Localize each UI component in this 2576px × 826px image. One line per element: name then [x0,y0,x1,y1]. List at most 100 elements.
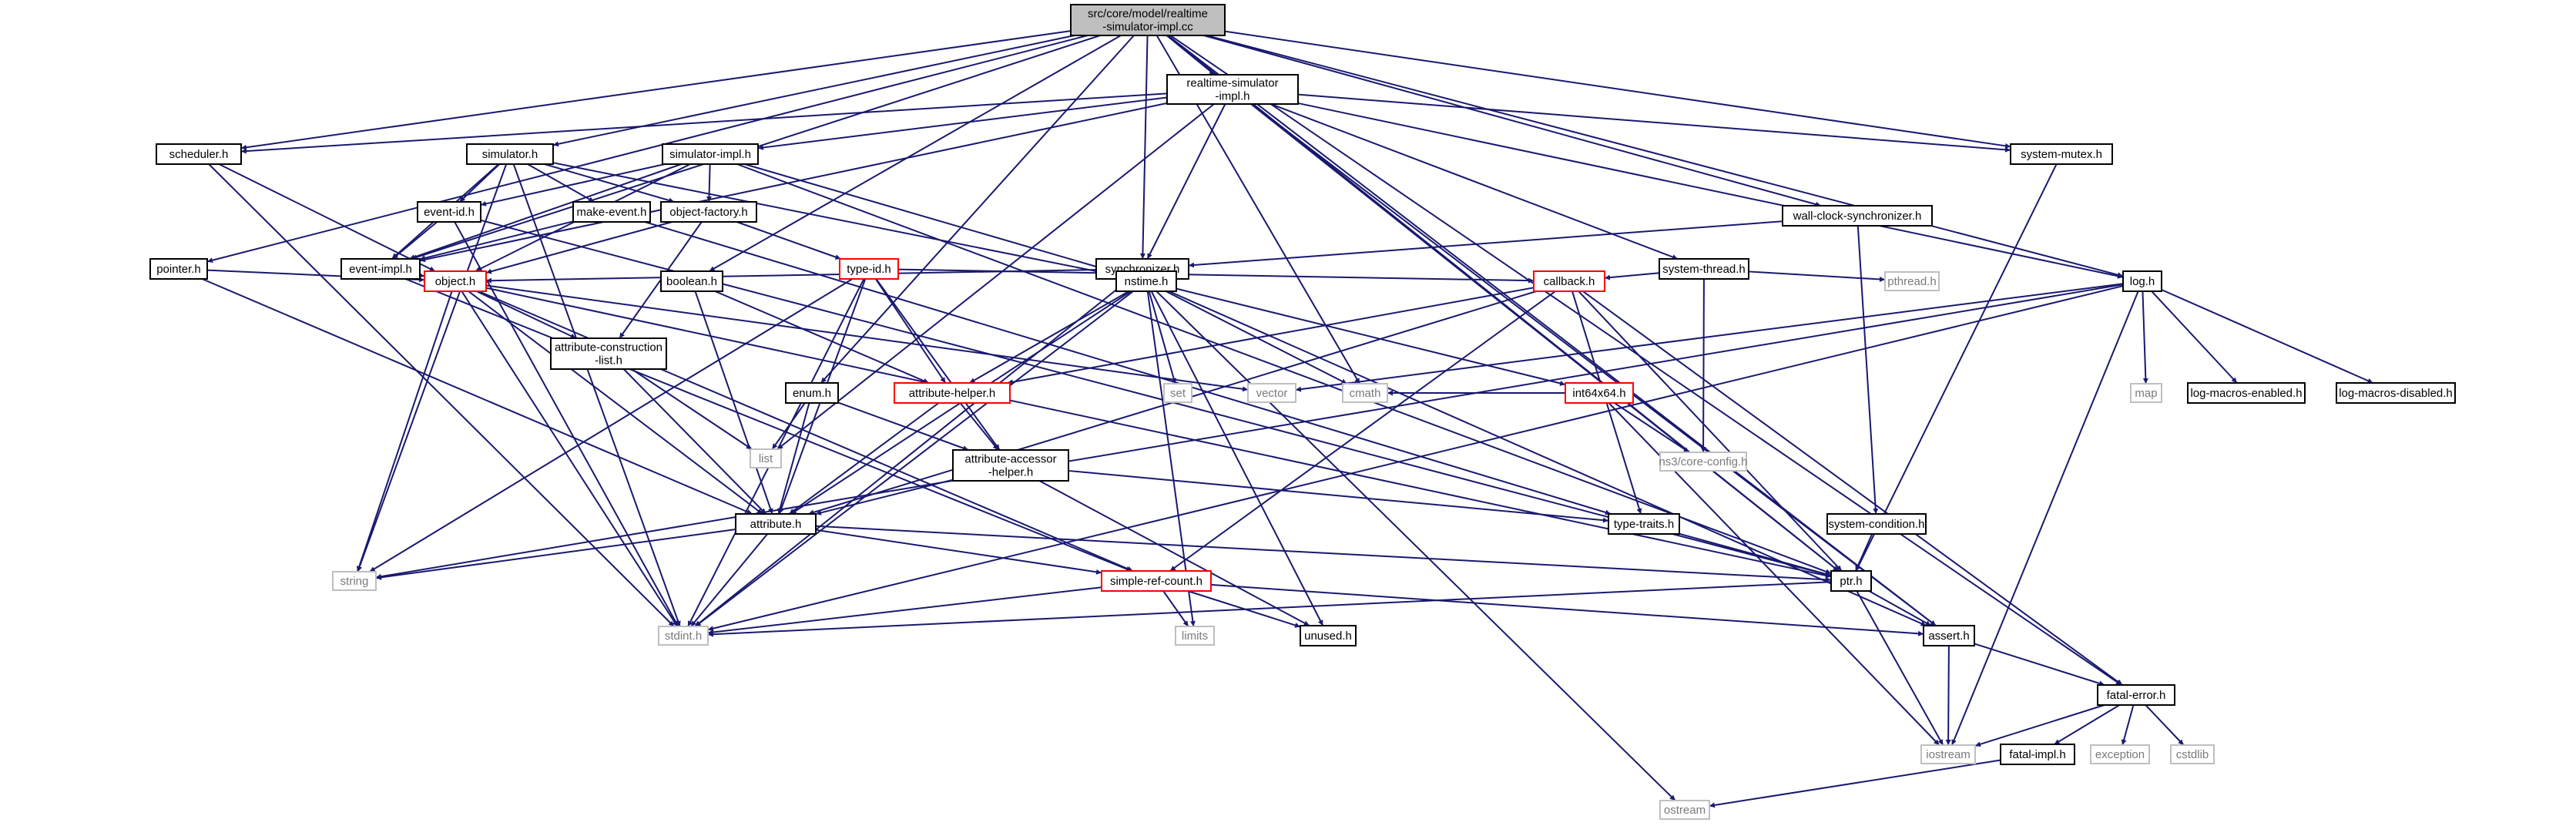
node-logmacdis[interactable]: log-macros-disabled.h [2336,382,2456,404]
node-logmacen[interactable]: log-macros-enabled.h [2187,382,2306,404]
edge-rsi-to-scheduler [240,92,1168,154]
edge-attrhelper-to-attraccessor [959,402,999,451]
node-string: string [332,571,377,591]
node-objfactory[interactable]: object-factory.h [660,201,757,223]
node-fatalimpl[interactable]: fatal-impl.h [2000,744,2075,765]
node-ostream: ostream [1659,800,1710,820]
node-iostream: iostream [1920,744,1976,764]
edge-object-to-attribute [468,290,763,515]
node-label: simulator-impl.h [669,148,751,161]
node-box [2000,744,2075,765]
node-label: exception [2095,748,2145,761]
node-box [417,201,481,223]
node-syscond[interactable]: system-condition.h [1826,513,1927,535]
node-root[interactable]: src/core/model/realtime-simulator-impl.c… [1070,4,1226,36]
node-eventimpl[interactable]: event-impl.h [340,258,421,280]
node-label: system-condition.h [1828,518,1924,531]
edge-log-to-iostream [1950,290,2139,746]
node-box [2010,143,2113,165]
edge-root-to-wallclock [1203,35,1822,207]
node-object[interactable]: object.h [424,270,487,292]
node-stdint: stdint.h [658,626,709,646]
edge-rsi-to-ptr [1250,103,1840,572]
node-makeevent[interactable]: make-event.h [572,201,651,223]
node-boolean[interactable]: boolean.h [660,270,723,292]
node-label: type-id.h [847,263,891,276]
node-map: map [2130,383,2162,403]
node-attribute[interactable]: attribute.h [735,513,817,535]
edge-eventid-to-eventimpl [391,221,438,260]
edge-fatalerror-to-fatalimpl [2054,704,2120,745]
node-cstdlib: cstdlib [2170,744,2215,764]
edge-root-to-boolean [709,35,1122,272]
node-label: set [1170,387,1186,400]
node-nstime[interactable]: nstime.h [1115,270,1177,292]
edge-nstime-to-unused [1150,290,1324,626]
edge-eventimpl-to-simplerefcount [404,278,1132,572]
node-simulator[interactable]: simulator.h [466,143,554,165]
edge-root-to-sync [1139,35,1149,260]
node-box [2122,270,2162,292]
node-ptr[interactable]: ptr.h [1830,570,1872,592]
node-box [1247,383,1296,403]
node-attrconst[interactable]: attribute-construction-list.h [550,337,667,370]
edge-wallclock-to-syscond [1857,225,1879,515]
node-rsi[interactable]: realtime-simulator-impl.h [1166,74,1299,105]
edge-typeid-to-attraccessor [875,278,1001,451]
node-fatalerror[interactable]: fatal-error.h [2097,684,2175,706]
node-scheduler[interactable]: scheduler.h [156,143,242,165]
edge-object-to-string [356,290,453,572]
node-box [156,143,242,165]
edge-simulator-to-nstime [552,162,1117,277]
node-box [424,270,487,292]
edge-rsi-to-sysmutex [1297,93,2011,153]
node-wallclock[interactable]: wall-clock-synchronizer.h [1782,205,1933,227]
edge-simulator-to-eventid [459,163,500,203]
node-box [1782,205,1933,227]
edge-attraccessor-to-attribute [815,478,954,515]
node-pointer[interactable]: pointer.h [149,258,208,280]
edge-attribute-to-simplerefcount [815,529,1102,575]
node-assert[interactable]: assert.h [1923,625,1975,646]
node-simplerefcount[interactable]: simple-ref-count.h [1101,570,1212,592]
node-label: boolean.h [666,275,717,288]
node-label: -helper.h [988,466,1033,479]
node-box [785,382,839,404]
node-systhread[interactable]: system-thread.h [1659,258,1749,280]
node-unused[interactable]: unused.h [1300,625,1357,646]
node-box [1659,258,1749,280]
node-label: stdint.h [665,630,702,643]
node-enum[interactable]: enum.h [785,382,839,404]
node-box [1659,452,1747,472]
node-label: callback.h [1544,275,1595,288]
node-box [1884,271,1940,291]
node-label: event-impl.h [349,263,412,276]
edge-scheduler-to-stdint [208,163,675,627]
node-label: -impl.h [1215,90,1249,103]
node-attraccessor[interactable]: attribute-accessor-helper.h [952,449,1069,482]
edge-object-to-vector [485,284,1249,392]
edge-object-to-attrconst [476,290,577,339]
node-label: pointer.h [156,263,201,276]
node-box [952,449,1069,482]
node-cmath: cmath [1342,383,1388,403]
node-simimpl[interactable]: simulator-impl.h [662,143,759,165]
node-attrhelper[interactable]: attribute-helper.h [894,382,1011,404]
node-typeid[interactable]: type-id.h [839,258,899,280]
node-box [572,201,651,223]
edge-rsi-to-list [776,103,1215,450]
node-log[interactable]: log.h [2122,270,2162,292]
node-typetraits[interactable]: type-traits.h [1608,513,1680,535]
node-callback[interactable]: callback.h [1533,270,1605,292]
edge-boolean-to-attribute [694,290,773,515]
node-box [839,258,899,280]
edge-sync-to-stdint [694,278,1131,627]
edge-rsi-to-eventimpl [419,102,1168,263]
node-box [2130,383,2162,403]
edge-simplerefcount-to-stdint [707,586,1102,635]
node-sysmutex[interactable]: system-mutex.h [2010,143,2113,165]
edge-ptr-to-assert [1868,590,1932,626]
node-eventid[interactable]: event-id.h [417,201,481,223]
node-int64[interactable]: int64x64.h [1565,382,1634,404]
